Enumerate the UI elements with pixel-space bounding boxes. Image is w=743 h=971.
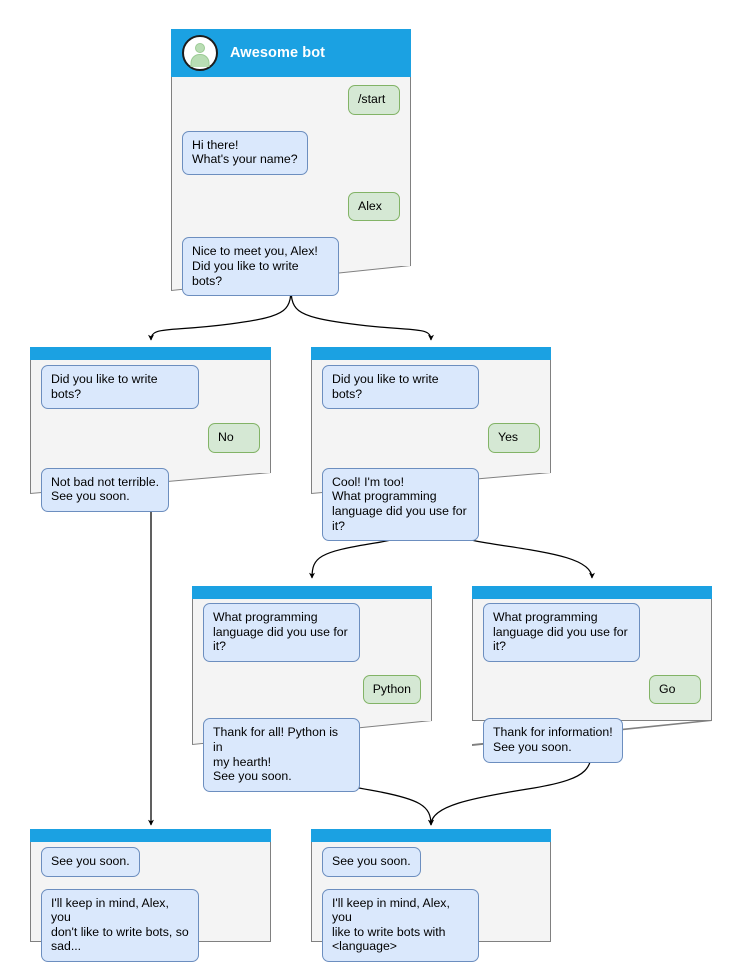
chat-row: See you soon. bbox=[30, 847, 271, 877]
chat-row: Nice to meet you, Alex! Did you like to … bbox=[171, 237, 411, 297]
chat-row: Did you like to write bots? bbox=[30, 365, 271, 410]
node-end-sad[interactable]: See you soon. I'll keep in mind, Alex, y… bbox=[30, 829, 271, 962]
chat-row: No bbox=[30, 423, 271, 453]
user-message-bubble[interactable]: Alex bbox=[348, 191, 400, 222]
node-root[interactable]: Awesome bot /start Hi there! What's your… bbox=[171, 29, 411, 297]
chat-row: See you soon. bbox=[311, 847, 551, 877]
bot-message-bubble[interactable]: See you soon. bbox=[41, 847, 140, 877]
node-root-messages: /start Hi there! What's your name? Alex … bbox=[171, 85, 411, 297]
chat-row: Python bbox=[192, 674, 432, 705]
user-avatar-icon bbox=[182, 35, 218, 71]
bot-message-bubble[interactable]: I'll keep in mind, Alex, you don't like … bbox=[41, 888, 199, 962]
chat-row: Alex bbox=[171, 191, 411, 222]
node-no-branch[interactable]: Did you like to write bots? No Not bad n… bbox=[30, 347, 271, 512]
chat-row: Hi there! What's your name? bbox=[171, 130, 411, 175]
bot-message-bubble[interactable]: Hi there! What's your name? bbox=[182, 130, 308, 175]
bot-message-bubble[interactable]: Not bad not terrible. See you soon. bbox=[41, 467, 170, 512]
bot-message-bubble[interactable]: Cool! I'm too! What programming language… bbox=[322, 467, 479, 542]
bot-message-bubble[interactable]: Nice to meet you, Alex! Did you like to … bbox=[182, 237, 339, 297]
node-go-branch-header bbox=[472, 586, 712, 599]
node-end-happy-messages: See you soon. I'll keep in mind, Alex, y… bbox=[311, 847, 551, 962]
node-yes-branch-messages: Did you like to write bots? Yes Cool! I'… bbox=[311, 365, 551, 542]
user-message-bubble[interactable]: Yes bbox=[488, 423, 540, 453]
bot-message-bubble[interactable]: See you soon. bbox=[322, 847, 421, 877]
chat-row: Thank for information! See you soon. bbox=[472, 718, 712, 763]
chat-row: Not bad not terrible. See you soon. bbox=[30, 467, 271, 512]
node-end-happy-header bbox=[311, 829, 551, 842]
user-message-bubble[interactable]: /start bbox=[348, 85, 400, 115]
node-root-header: Awesome bot bbox=[171, 29, 411, 77]
chat-row: Did you like to write bots? bbox=[311, 365, 551, 410]
node-yes-branch[interactable]: Did you like to write bots? Yes Cool! I'… bbox=[311, 347, 551, 542]
node-end-happy[interactable]: See you soon. I'll keep in mind, Alex, y… bbox=[311, 829, 551, 962]
node-no-branch-messages: Did you like to write bots? No Not bad n… bbox=[30, 365, 271, 512]
node-go-branch-messages: What programming language did you use fo… bbox=[472, 603, 712, 763]
chat-row: /start bbox=[171, 85, 411, 115]
node-end-sad-messages: See you soon. I'll keep in mind, Alex, y… bbox=[30, 847, 271, 962]
node-python-branch-header bbox=[192, 586, 432, 599]
node-end-sad-header bbox=[30, 829, 271, 842]
chat-row: Go bbox=[472, 674, 712, 705]
user-message-bubble[interactable]: No bbox=[208, 423, 260, 453]
bot-message-bubble[interactable]: Thank for information! See you soon. bbox=[483, 718, 623, 763]
chat-row: What programming language did you use fo… bbox=[472, 603, 712, 662]
node-no-branch-header bbox=[30, 347, 271, 360]
chat-row: What programming language did you use fo… bbox=[192, 603, 432, 662]
node-python-branch[interactable]: What programming language did you use fo… bbox=[192, 586, 432, 792]
node-python-branch-messages: What programming language did you use fo… bbox=[192, 603, 432, 792]
chat-row: Yes bbox=[311, 423, 551, 453]
bot-message-bubble[interactable]: Thank for all! Python is in my hearth! S… bbox=[203, 718, 360, 792]
node-root-title: Awesome bot bbox=[230, 45, 326, 61]
chat-row: I'll keep in mind, Alex, you like to wri… bbox=[311, 888, 551, 962]
user-message-bubble[interactable]: Go bbox=[649, 674, 701, 705]
bot-message-bubble[interactable]: Did you like to write bots? bbox=[41, 365, 199, 410]
chat-row: Thank for all! Python is in my hearth! S… bbox=[192, 718, 432, 792]
bot-message-bubble[interactable]: Did you like to write bots? bbox=[322, 365, 479, 410]
bot-message-bubble[interactable]: What programming language did you use fo… bbox=[203, 603, 360, 662]
chat-row: I'll keep in mind, Alex, you don't like … bbox=[30, 888, 271, 962]
user-message-bubble[interactable]: Python bbox=[362, 674, 421, 705]
node-yes-branch-header bbox=[311, 347, 551, 360]
bot-message-bubble[interactable]: What programming language did you use fo… bbox=[483, 603, 640, 662]
chat-row: Cool! I'm too! What programming language… bbox=[311, 467, 551, 542]
bot-message-bubble[interactable]: I'll keep in mind, Alex, you like to wri… bbox=[322, 888, 479, 962]
node-go-branch[interactable]: What programming language did you use fo… bbox=[472, 586, 712, 763]
